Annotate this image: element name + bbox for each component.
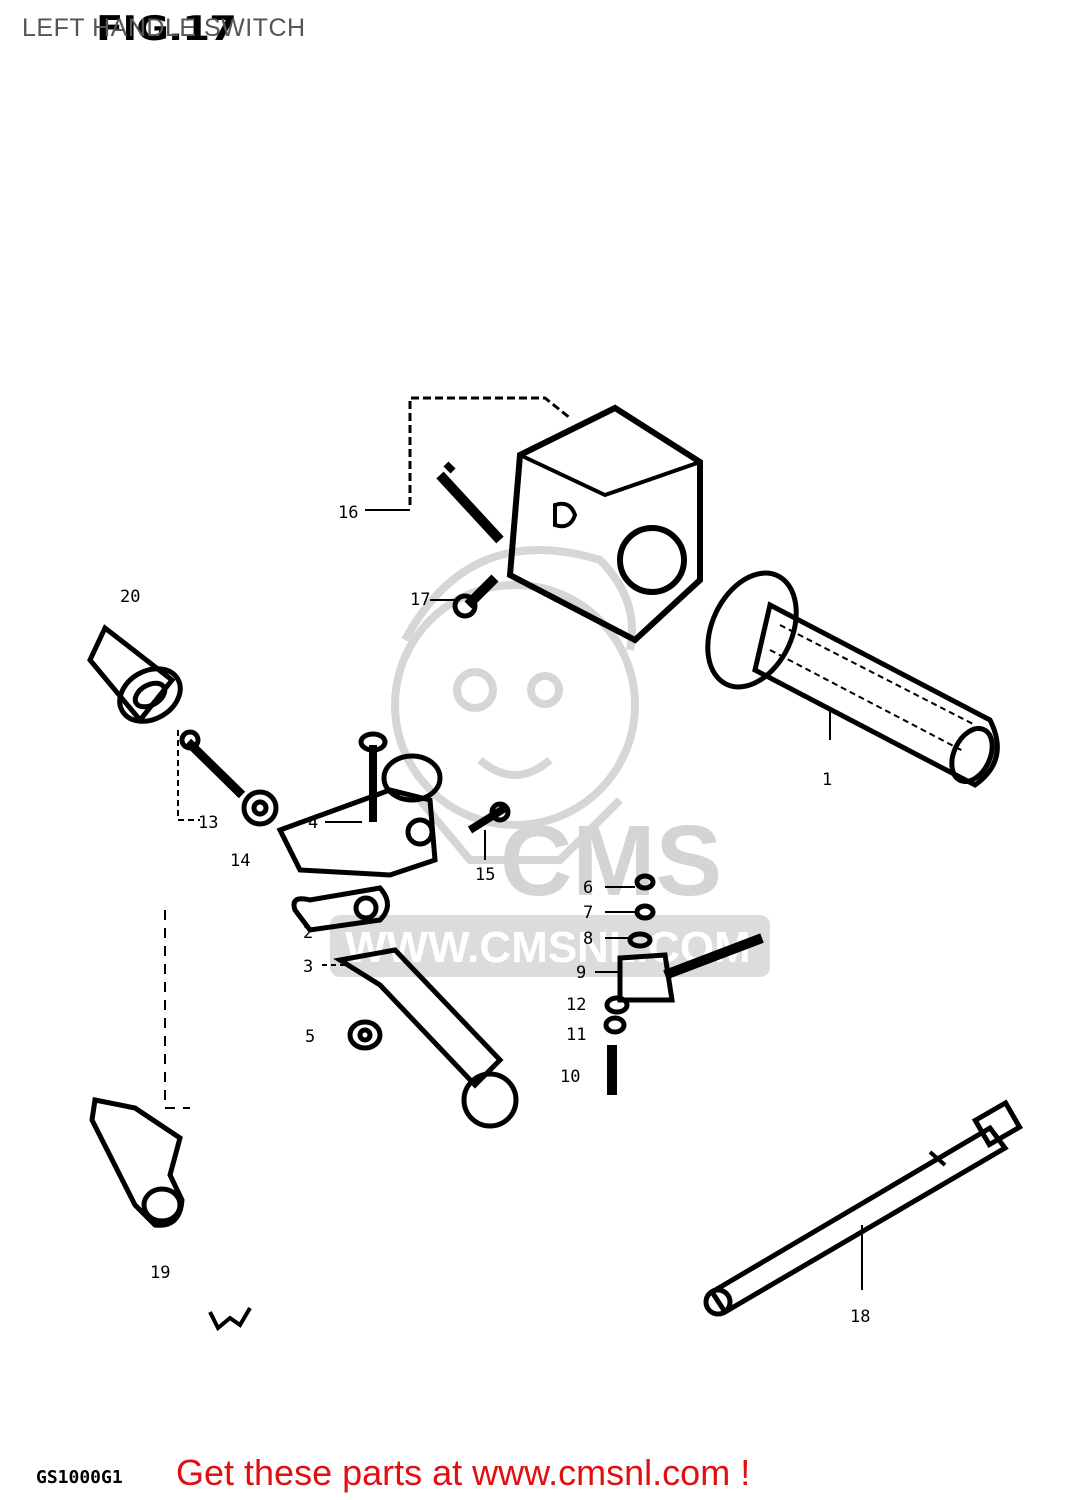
callout-17: 17 bbox=[410, 590, 430, 610]
screw-15 bbox=[467, 801, 511, 834]
cta-link[interactable]: Get these parts at www.cmsnl.com ! bbox=[176, 1452, 751, 1493]
callout-1: 1 bbox=[822, 770, 832, 790]
switch-assembly bbox=[603, 873, 764, 1095]
watermark-mascot-eye-left bbox=[453, 668, 497, 712]
bolt-13 bbox=[179, 729, 246, 799]
watermark-mascot-eye-right bbox=[527, 672, 563, 708]
page-title: LEFT HANDLE SWITCH bbox=[22, 14, 306, 42]
watermark-mascot-hair bbox=[401, 546, 636, 651]
switch-callouts bbox=[595, 886, 635, 973]
callout-10: 10 bbox=[560, 1067, 580, 1087]
watermark-url-band bbox=[330, 915, 770, 977]
callout-4: 4 bbox=[308, 813, 318, 833]
callout-15: 15 bbox=[475, 865, 495, 885]
watermark-brand: CMS bbox=[500, 805, 722, 917]
lever-holder-body bbox=[276, 731, 443, 878]
handlebar-grip bbox=[705, 570, 1000, 788]
nut-5 bbox=[347, 1019, 383, 1051]
model-code: GS1000G1 bbox=[36, 1467, 123, 1488]
callout-14: 14 bbox=[230, 851, 250, 871]
watermark-mascot-collar bbox=[416, 797, 623, 864]
callout-2: 2 bbox=[303, 923, 313, 943]
lever-holder-clamp bbox=[291, 885, 390, 933]
nut-14 bbox=[241, 789, 279, 827]
callout-13: 13 bbox=[198, 813, 218, 833]
callout-5: 5 bbox=[305, 1027, 315, 1047]
callout-11: 11 bbox=[566, 1025, 586, 1045]
figure-label: FIG.17 bbox=[96, 9, 237, 49]
grip-end bbox=[87, 624, 183, 724]
callout-20: 20 bbox=[120, 587, 140, 607]
callout-3: 3 bbox=[303, 957, 313, 977]
callout-7: 7 bbox=[583, 903, 593, 923]
callout-8: 8 bbox=[583, 929, 593, 949]
callout-19: 19 bbox=[150, 1263, 170, 1283]
leader-13 bbox=[177, 730, 200, 821]
watermark-mascot-head bbox=[391, 581, 639, 829]
watermark bbox=[391, 546, 639, 864]
leader-19 bbox=[164, 910, 190, 1109]
callout-18: 18 bbox=[850, 1307, 870, 1327]
clutch-lever bbox=[333, 947, 519, 1129]
callout-6: 6 bbox=[583, 878, 593, 898]
wire-harness-band bbox=[703, 1099, 1024, 1317]
callout-9: 9 bbox=[576, 963, 586, 983]
housing-screw bbox=[452, 574, 499, 619]
lever-cover bbox=[89, 1097, 185, 1228]
callout-12: 12 bbox=[566, 995, 586, 1015]
callout-16: 16 bbox=[338, 503, 358, 523]
watermark-mascot-mouth bbox=[477, 756, 553, 779]
switch-housing bbox=[408, 396, 703, 644]
direction-marker bbox=[208, 1306, 252, 1332]
